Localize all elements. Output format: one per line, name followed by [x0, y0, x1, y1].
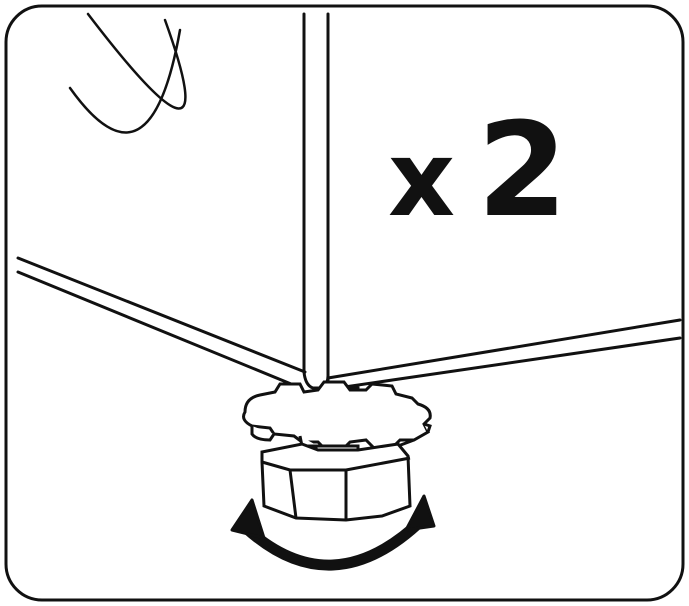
- rotate-arrow-icon: [230, 494, 436, 571]
- hex-foot: [260, 442, 412, 522]
- appliance-corner: [16, 12, 682, 392]
- quantity-multiplier: x: [388, 118, 456, 240]
- panel-border: [4, 4, 685, 602]
- quantity-count: 2: [477, 94, 568, 246]
- lock-ring: [242, 380, 432, 454]
- leveling-foot-icon: [242, 380, 432, 522]
